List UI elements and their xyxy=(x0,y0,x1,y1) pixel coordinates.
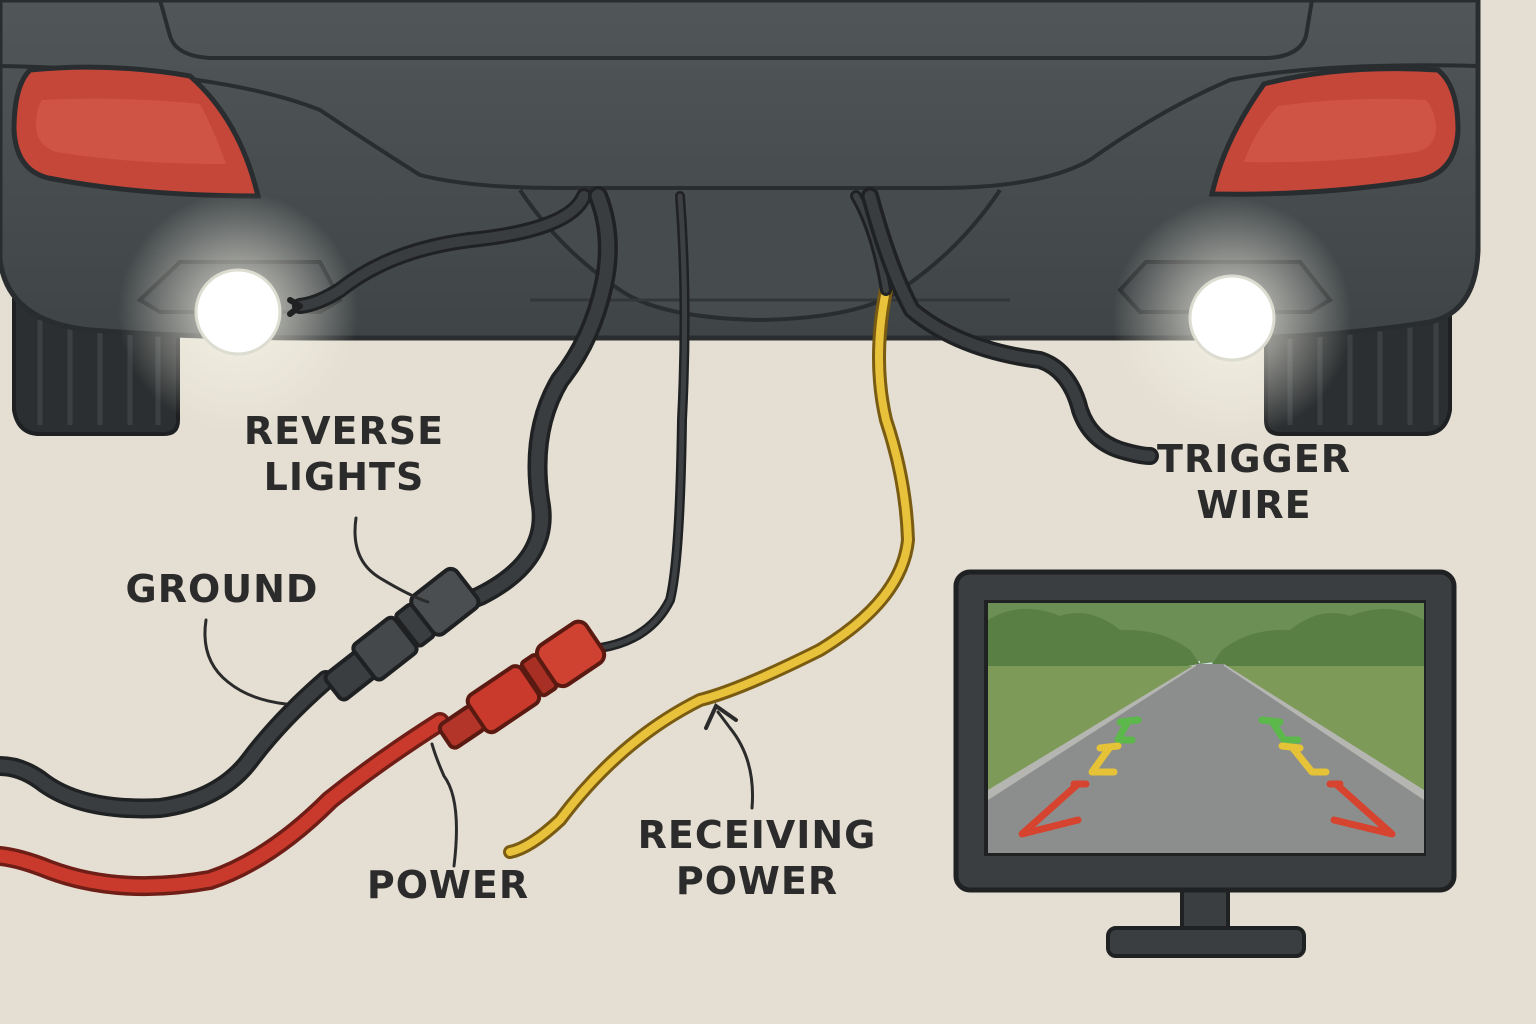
ground-connector xyxy=(323,566,481,702)
trigger-wire-label-line-2: WIRE xyxy=(1196,483,1312,527)
parking-guide-lines xyxy=(1018,716,1396,838)
reverse-lights-leader xyxy=(353,516,430,604)
receiving-power-label-line-2: POWER xyxy=(675,859,839,903)
trigger-wire xyxy=(861,187,1159,465)
ground-label-text: GROUND xyxy=(125,567,319,611)
reverse-lights-label-line-2: LIGHTS xyxy=(263,455,425,499)
ground-leader xyxy=(203,618,288,706)
reverse-lights-label-line-1: REVERSE xyxy=(243,409,445,453)
trigger-wire-label-line-1: TRIGGER xyxy=(1157,437,1351,481)
power-label-text: POWER xyxy=(366,863,530,907)
leader-lines xyxy=(203,516,754,868)
receiving-power-leader xyxy=(716,710,754,810)
power-wire xyxy=(0,712,450,897)
receiving-power-wire xyxy=(503,190,915,859)
power-feed-wire xyxy=(595,191,690,653)
reverse-lights-label: REVERSE LIGHTS xyxy=(228,408,460,500)
ground-wire xyxy=(0,186,618,819)
reverse-lights xyxy=(118,192,1352,438)
reverse-light-tap-wire xyxy=(287,188,592,317)
power-connector xyxy=(437,619,607,750)
power-leader xyxy=(430,742,458,868)
receiving-power-label: RECEIVING POWER xyxy=(626,812,888,904)
receiving-power-label-line-1: RECEIVING xyxy=(637,813,877,857)
power-label: POWER xyxy=(356,862,540,908)
receiving-power-arrow-icon xyxy=(704,702,738,730)
road xyxy=(988,664,1424,853)
backup-monitor-icon xyxy=(953,569,1457,958)
camera-view xyxy=(988,603,1424,853)
trigger-wire-label: TRIGGER WIRE xyxy=(1146,436,1362,528)
ground-label: GROUND xyxy=(112,566,332,612)
